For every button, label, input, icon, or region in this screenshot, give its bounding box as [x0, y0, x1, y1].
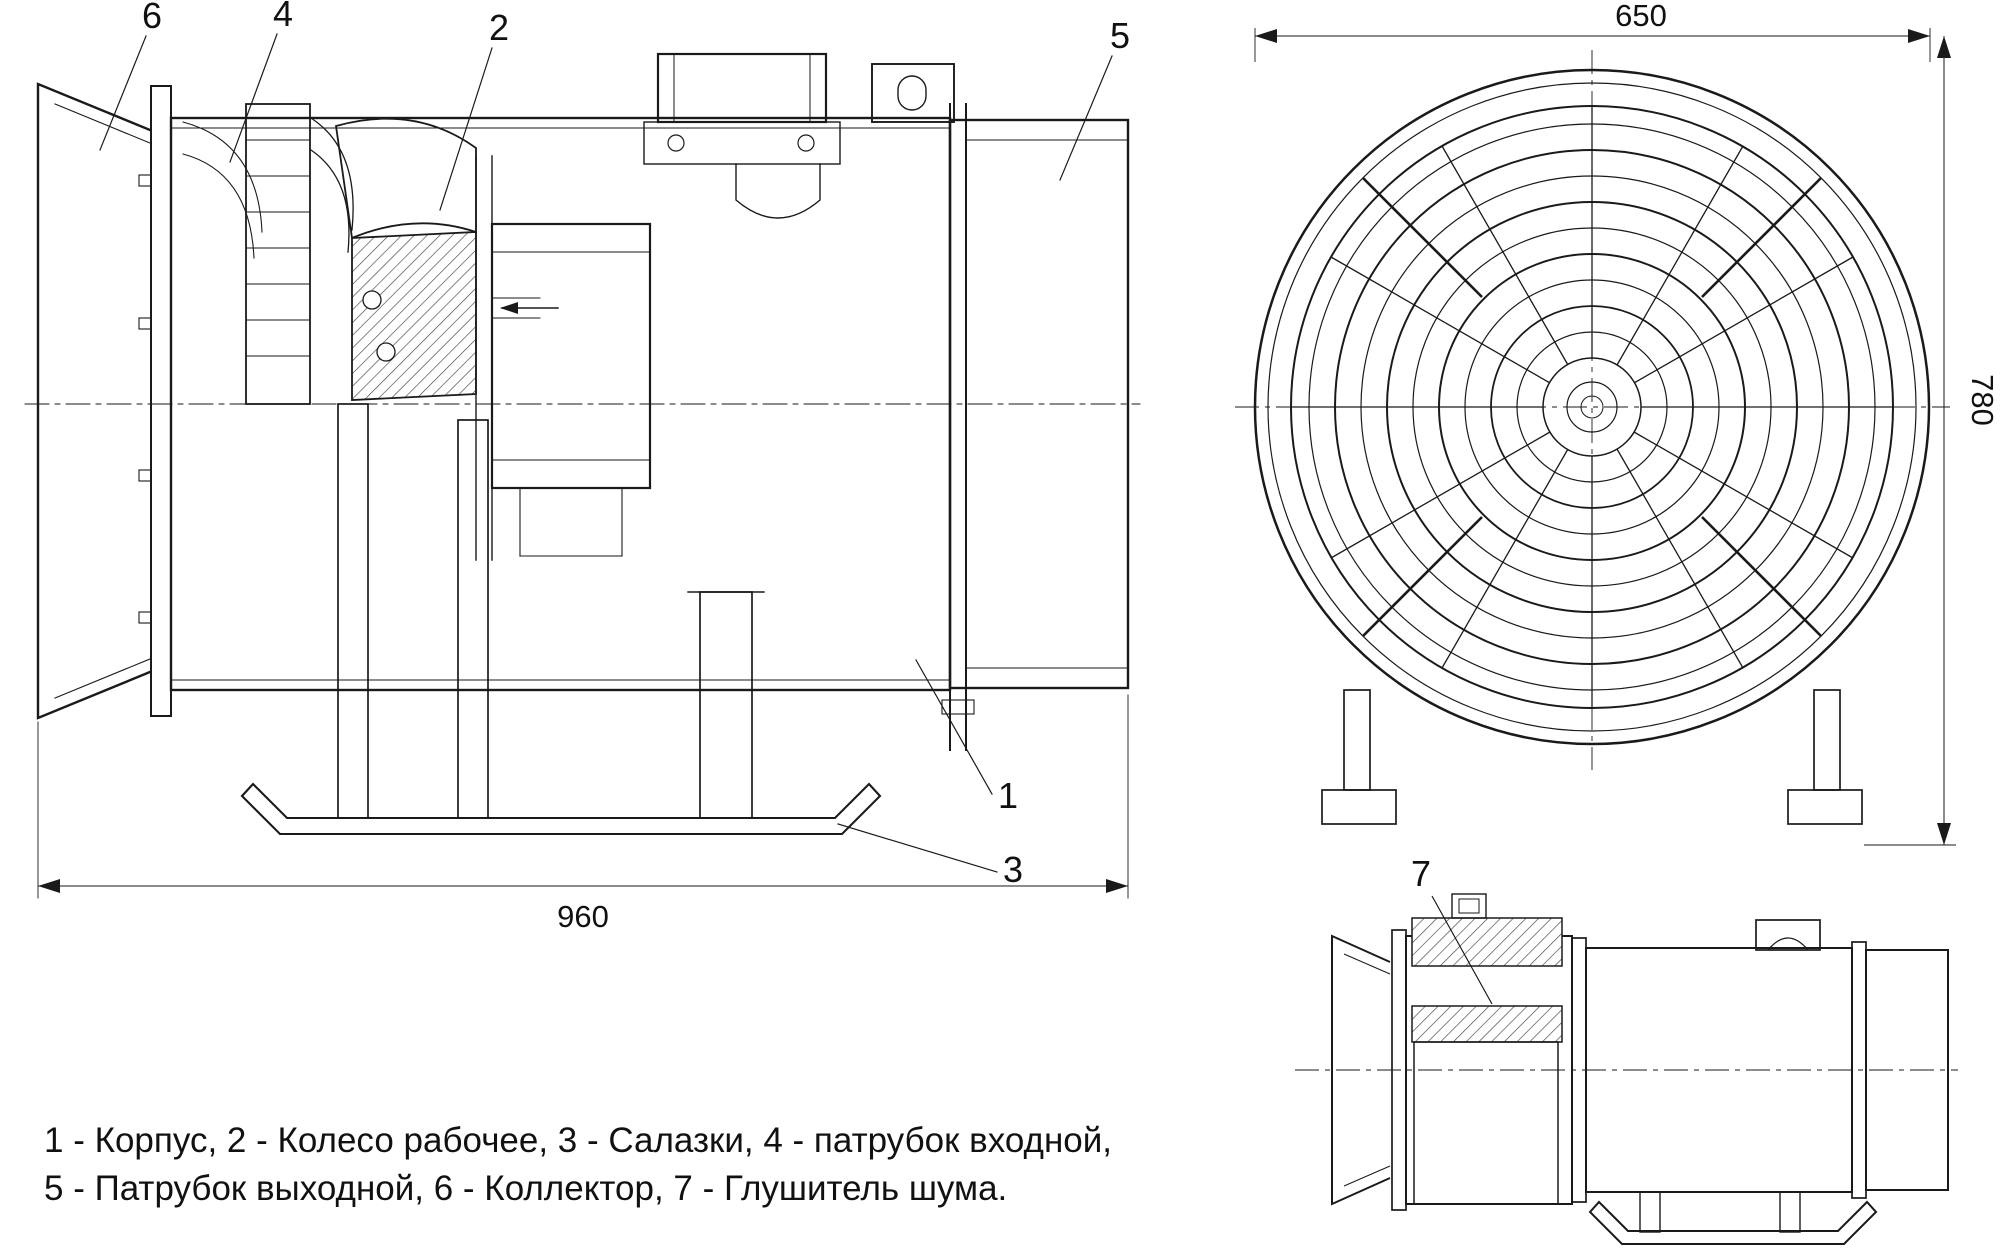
callout-6: 6 — [142, 0, 162, 36]
dimension-780: 780 — [1864, 36, 2000, 846]
support-ribs — [1362, 177, 1822, 637]
dimension-650-label: 650 — [1615, 0, 1667, 33]
callout-2: 2 — [489, 7, 509, 48]
motor — [490, 222, 652, 557]
side-section-view: 960 6 4 2 5 1 3 — [24, 0, 1141, 934]
outlet-duct — [941, 103, 1130, 751]
front-legs — [1321, 689, 1863, 825]
callout-3: 3 — [1003, 849, 1023, 890]
callout-1: 1 — [998, 775, 1018, 816]
small-casing — [1585, 919, 1949, 1199]
terminal-box — [643, 52, 841, 219]
silencer-section — [1405, 893, 1587, 1205]
side-view-callouts: 6 4 2 5 1 3 — [99, 0, 1130, 890]
silencer-side-view: 7 — [1295, 853, 1958, 1245]
inlet-flange — [138, 85, 172, 717]
dimension-960-label: 960 — [557, 899, 609, 934]
silencer-pad-top — [1411, 917, 1563, 967]
dimension-650: 650 — [1254, 0, 1931, 62]
impeller — [334, 117, 559, 561]
legend: 1 - Корпус, 2 - Колесо рабочее, 3 - Сала… — [44, 1121, 1112, 1208]
inlet-nozzle-vanes — [182, 103, 354, 405]
callout-5: 5 — [1110, 15, 1130, 56]
support-legs — [337, 403, 765, 819]
lifting-lug-box — [871, 63, 955, 123]
front-view: 650 780 — [1235, 0, 2000, 846]
small-skid — [1588, 1191, 1878, 1245]
legend-line-1: 1 - Корпус, 2 - Колесо рабочее, 3 - Сала… — [44, 1121, 1112, 1160]
flow-arrow — [500, 302, 518, 314]
legend-line-2: 5 - Патрубок выходной, 6 - Коллектор, 7 … — [44, 1169, 1007, 1208]
collector — [36, 82, 152, 720]
dimension-960: 960 — [37, 694, 1129, 934]
silencer-pad-inner — [1411, 1005, 1563, 1043]
skid — [240, 782, 882, 836]
callout-7: 7 — [1411, 853, 1431, 894]
grille-spokes — [1291, 106, 1893, 708]
small-view-callout: 7 — [1411, 853, 1493, 1005]
dimension-780-label: 780 — [1965, 374, 2000, 426]
callout-4: 4 — [273, 0, 293, 34]
